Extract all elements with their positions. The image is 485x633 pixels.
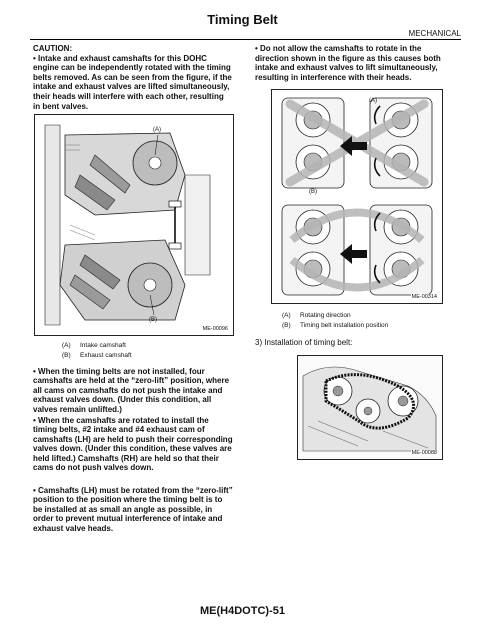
left-paragraph-1: • When the timing belts are not installe… bbox=[33, 367, 230, 414]
figure2-callout-a: (A) bbox=[369, 98, 377, 104]
figure-timing-belt-installation: ME-00088 bbox=[297, 355, 443, 460]
step-3-heading: 3) Installation of timing belt: bbox=[255, 338, 353, 347]
caution-text: • Intake and exhaust camshafts for this … bbox=[33, 53, 232, 111]
section-label: MECHANICAL bbox=[408, 29, 461, 38]
legend1-item-exhaust: (B)Exhaust camshaft bbox=[62, 352, 132, 359]
left-paragraph-3: • Camshafts (LH) must be rotated from th… bbox=[33, 486, 233, 533]
figure-camshaft-cross-section: (A) (B) ME-00096 bbox=[34, 114, 234, 336]
right-warning-text: • Do not allow the camshafts to rotate i… bbox=[255, 44, 441, 82]
caution-heading: CAUTION: bbox=[33, 44, 73, 53]
engine-cross-section-illustration bbox=[35, 115, 233, 335]
timing-belt-illustration bbox=[298, 356, 442, 459]
header-rule bbox=[30, 39, 461, 40]
figure1-callout-b: (B) bbox=[149, 317, 157, 323]
figure3-id: ME-00088 bbox=[410, 450, 438, 456]
figure1-legend: (A)Intake camshaft (B)Exhaust camshaft bbox=[62, 341, 232, 361]
figure2-callout-b: (B) bbox=[309, 189, 317, 195]
legend2-item-rotating-direction: (A)Rotating direction bbox=[282, 312, 351, 319]
legend1-item-intake: (A)Intake camshaft bbox=[62, 342, 126, 349]
page-number: ME(H4DOTC)-51 bbox=[200, 605, 285, 617]
figure-cam-rotation: (A) (B) ME-00314 bbox=[271, 89, 443, 304]
legend2-item-installation-position: (B)Timing belt installation position bbox=[282, 322, 389, 329]
caution-block: CAUTION: • Intake and exhaust camshafts … bbox=[33, 44, 233, 111]
figure1-id: ME-00096 bbox=[201, 326, 229, 332]
cam-sprocket-illustration bbox=[281, 97, 433, 296]
page-title: Timing Belt bbox=[207, 12, 278, 27]
figure2-id: ME-00314 bbox=[410, 294, 438, 300]
left-paragraph-2: • When the camshafts are rotated to inst… bbox=[33, 416, 233, 473]
figure1-callout-a: (A) bbox=[153, 127, 161, 133]
figure2-legend: (A)Rotating direction (B)Timing belt ins… bbox=[282, 311, 452, 331]
